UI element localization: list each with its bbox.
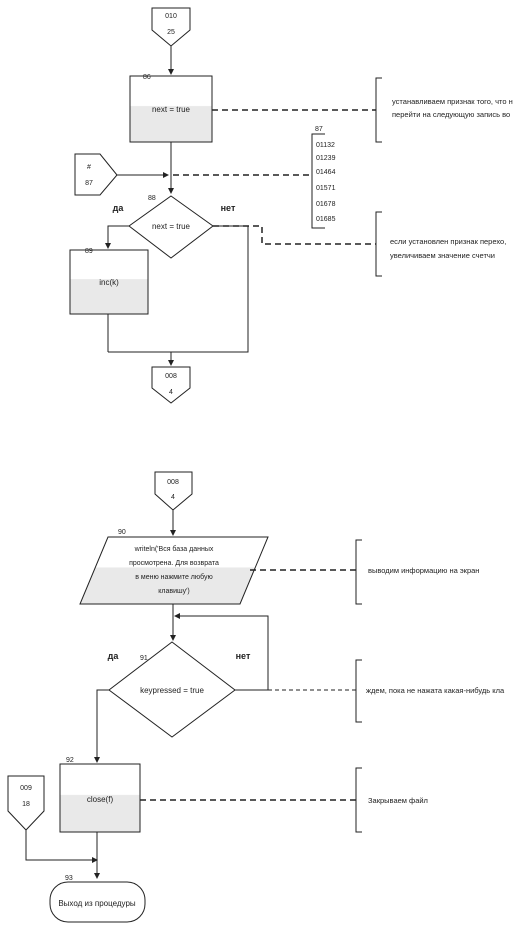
block-text: next = true [152,105,191,114]
table-number: 87 [315,126,323,133]
offpage-connector-009: 009 18 [7,775,45,831]
block-number: 92 [66,757,74,764]
decision-number: 88 [148,195,156,202]
table-value: 01571 [316,185,336,192]
annotation-table-87: 87 01132 01239 01464 01571 01678 01685 [311,126,336,229]
io-block-90: 90 writeln('Вся база данных просмотрена.… [79,529,269,605]
flow-arrow [105,225,129,249]
decision-text: next = true [152,222,191,231]
block-number: 89 [85,248,93,255]
terminator-text: Выход из процедуры [58,899,136,908]
offpage-connector-in-top: 010 25 [151,7,191,47]
process-block-89: 89 inc(k) [69,248,149,315]
comment-88: если установлен признак перехо, увеличив… [375,211,506,277]
comment-text: ждем, пока не нажата какая-нибудь кла [366,686,505,695]
table-value: 01685 [316,216,336,223]
table-value: 01464 [316,169,336,176]
decision-block-91: 91 keypressed = true да нет [108,641,251,738]
comment-line-2: увеличиваем значение счетчи [390,251,495,260]
comment-text: выводим информацию на экран [368,566,479,575]
block-text-line: в меню нажмите любую [135,573,213,581]
offpage-connector-out-top: 008 4 [151,366,191,404]
connector-label-1: 008 [167,479,179,486]
flow-arrow [25,830,98,863]
block-text-line: writeln('Вся база данных [134,545,214,553]
block-text-line: клавишу') [158,588,190,595]
block-text: inc(k) [99,278,119,287]
comment-90: выводим информацию на экран [355,539,479,605]
offpage-connector-in-bottom: 008 4 [154,471,193,511]
flow-line [108,225,249,353]
yes-label: да [108,651,120,661]
table-value: 01132 [316,142,335,149]
flow-arrow [94,689,109,763]
block-text-line: просмотрена. Для возврата [129,560,219,567]
comment-line-1: устанавливаем признак того, что н [392,97,513,106]
block-text: close(f) [87,795,114,804]
flow-arrow-loop [174,613,269,691]
table-value: 01239 [316,155,336,162]
process-block-92: 92 close(f) [59,757,141,833]
comment-line-1: если установлен признак перехо, [390,237,506,246]
comment-91: ждем, пока не нажата какая-нибудь кла [355,659,505,723]
decision-number: 91 [140,655,148,662]
block-number: 90 [118,529,126,536]
comment-link [213,225,376,245]
connector-label-1: 008 [165,373,177,380]
connector-label-2: 25 [167,29,175,36]
terminator-number: 93 [65,875,73,882]
connector-label-2: 4 [169,389,173,396]
comment-92: Закрываем файл [355,767,428,833]
decision-block-88: 88 next = true да нет [113,195,236,259]
offpage-connector-87: # 87 [74,153,118,196]
connector-label-2: 4 [171,494,175,501]
decision-text: keypressed = true [140,686,204,695]
yes-label: да [113,203,125,213]
terminator-93: 93 Выход из процедуры [49,875,146,923]
block-number: 86 [143,74,151,81]
comment-text: Закрываем файл [368,796,428,805]
no-label: нет [221,203,236,213]
comment-86: устанавливаем признак того, что н перейт… [375,77,513,143]
comment-line-2: перейти на следующую запись во [392,110,510,119]
process-block-86: 86 next = true [129,74,213,143]
table-value: 01678 [316,201,336,208]
connector-label-2: 87 [85,180,93,187]
connector-label-1: 009 [20,785,32,792]
connector-label-1: 010 [165,13,177,20]
no-label: нет [236,651,251,661]
connector-label-1: # [87,164,91,171]
connector-label-2: 18 [22,801,30,808]
